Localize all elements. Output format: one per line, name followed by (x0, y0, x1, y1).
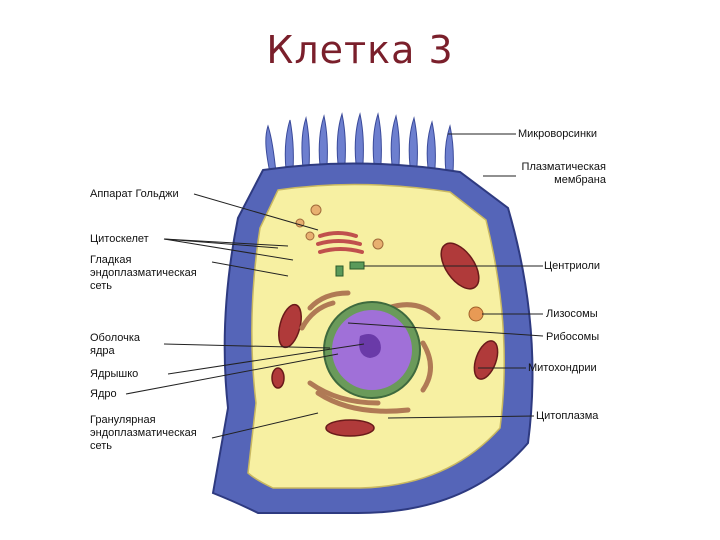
mitochondria (271, 242, 499, 437)
label-leader-lines (125, 133, 544, 439)
lysosome-shape (468, 306, 484, 322)
label-rough-er: Гранулярная эндоплазматическая сеть (90, 414, 197, 452)
label-golgi: Аппарат Гольджи (90, 188, 179, 200)
nucleus (323, 301, 421, 399)
nucleolus-shape (359, 334, 381, 358)
label-nuclear-envelope: Оболочка ядра (90, 332, 141, 357)
label-mitochondria: Митохондрии (528, 362, 597, 374)
label-ribosomes: Рибосомы (546, 331, 600, 343)
cell-diagram (125, 112, 544, 514)
label-plasma-membrane: Плазматическая мембрана (521, 161, 606, 186)
label-nucleolus: Ядрышко (90, 368, 139, 380)
cell-diagram-figure: Микроворсинки Плазматическая мембрана Ап… (88, 98, 610, 516)
label-lysosomes: Лизосомы (546, 308, 598, 320)
label-centrioles: Центриоли (544, 260, 601, 272)
golgi-apparatus (316, 231, 364, 254)
label-nucleus: Ядро (90, 388, 117, 400)
label-cytoplasm: Цитоплазма (536, 410, 599, 422)
label-cytoskeleton: Цитоскелет (90, 233, 149, 245)
slide-title: Клетка 3 (266, 28, 454, 72)
label-smooth-er: Гладкая эндоплазматическая сеть (90, 254, 197, 292)
label-microvilli: Микроворсинки (518, 128, 597, 140)
microvilli (265, 112, 454, 174)
rough-er (299, 290, 441, 414)
